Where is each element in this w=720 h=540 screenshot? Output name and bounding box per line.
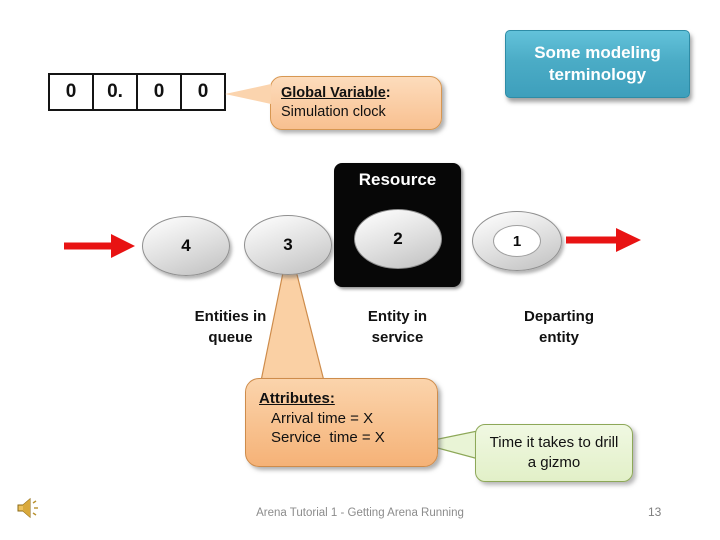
attributes-arrival-time: Arrival time = X: [271, 409, 374, 427]
attributes-heading: Attributes:: [259, 390, 335, 407]
speaker-icon[interactable]: [14, 495, 40, 521]
clock-digit: 0: [180, 73, 226, 111]
caption-departing-entity: Departing entity: [523, 308, 594, 346]
clock-digit: 0: [48, 73, 94, 111]
caption-entity-in-service: Entity in service: [367, 308, 428, 346]
page-number: 13: [648, 505, 662, 519]
simulation-clock-display: 0 0. 0 0: [48, 73, 226, 111]
arrow-right-icon: [566, 228, 641, 252]
slide-title: Some modeling terminology: [505, 30, 690, 98]
queue-entity-oval: 4: [142, 216, 230, 276]
clock-digit: 0: [136, 73, 182, 111]
caption-entities-in-queue: Entities in queue: [194, 308, 267, 346]
attributes-service-time: Service time = X: [271, 429, 385, 446]
queue-entity-oval: 3: [244, 215, 332, 275]
departing-entity-inner-oval: 1: [493, 225, 541, 257]
service-time-note-callout: Time it takes to drill a gizmo: [475, 424, 633, 482]
entity-in-service-oval: 2: [354, 209, 442, 269]
clock-digit: 0.: [92, 73, 138, 111]
attributes-callout: Attributes: Arrival time = X Service tim…: [245, 378, 438, 467]
footer-title: Arena Tutorial 1 - Getting Arena Running: [256, 507, 464, 519]
arrow-right-icon: [64, 234, 135, 258]
global-variable-callout-tail: [225, 84, 271, 104]
global-variable-callout: Global Variable: Simulation clock: [225, 76, 442, 130]
resource-box: Resource 2: [334, 163, 461, 287]
departing-entity-oval: 1: [472, 211, 562, 271]
resource-label: Resource: [358, 170, 437, 189]
global-variable-heading: Global Variable:: [281, 85, 391, 101]
global-variable-body: Simulation clock: [281, 104, 386, 120]
